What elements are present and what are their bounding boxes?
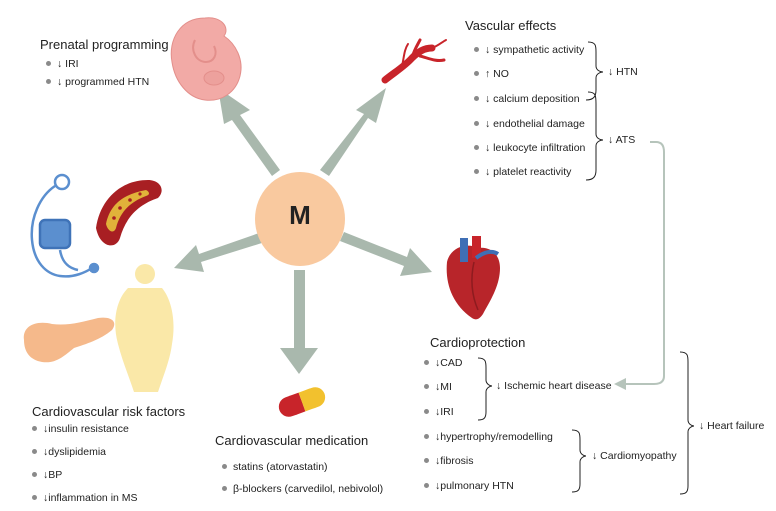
- artery-plaque-icon: [96, 180, 162, 246]
- bullet-dot: [474, 168, 479, 174]
- risk-item: ↓inflammation in MS: [32, 492, 138, 505]
- arrow-to-medication: [280, 270, 318, 374]
- cardio-item: ↓fibrosis: [424, 455, 474, 468]
- vascular-item-text: ↓ sympathetic activity: [485, 44, 585, 56]
- obese-body-icon: [115, 264, 174, 392]
- cardio-item-text: ↓hypertrophy/remodelling: [435, 431, 553, 443]
- bullet-dot: [424, 433, 429, 439]
- vascular-item: ↓ leukocyte infiltration: [474, 142, 585, 155]
- prenatal-item-text: ↓ IRI: [57, 58, 79, 70]
- cardio-brackets: [477, 351, 695, 495]
- bullet-dot: [474, 70, 479, 76]
- prenatal-item-text: ↓ programmed HTN: [57, 76, 150, 88]
- heart-icon: [446, 236, 500, 320]
- risk-title: Cardiovascular risk factors: [32, 404, 186, 419]
- bullet-dot: [424, 359, 429, 365]
- bullet-dot: [46, 78, 51, 84]
- arrow-to-risk: [174, 232, 265, 272]
- vascular-item: ↓ calcium deposition: [474, 93, 580, 106]
- cardio-item-text: ↓fibrosis: [435, 455, 474, 467]
- cardio-item: ↓pulmonary HTN: [424, 480, 514, 493]
- risk-item: ↓BP: [32, 469, 62, 482]
- arrow-to-prenatal: [218, 88, 280, 176]
- medication-item: β-blockers (carvedilol, nebivolol): [222, 483, 383, 496]
- vascular-item-text: ↓ leukocyte infiltration: [485, 142, 586, 154]
- bullet-dot: [424, 408, 429, 414]
- cardio-item-text: ↓MI: [435, 381, 452, 393]
- cardioprotection-title: Cardioprotection: [430, 335, 526, 350]
- cardio-item-text: ↓pulmonary HTN: [435, 480, 514, 492]
- prenatal-item: ↓ programmed HTN: [46, 76, 149, 89]
- htn-bracket: [585, 41, 604, 101]
- arrow-to-heart: [340, 232, 432, 276]
- ats-label: ↓ ATS: [608, 134, 636, 146]
- bullet-dot: [424, 383, 429, 389]
- vascular-item: ↑ NO: [474, 68, 509, 81]
- vascular-item-text: ↓ calcium deposition: [485, 93, 580, 105]
- prenatal-title: Prenatal programming: [40, 37, 169, 52]
- medication-title: Cardiovascular medication: [215, 433, 369, 448]
- bullet-dot: [222, 485, 227, 491]
- vascular-item: ↓ platelet reactivity: [474, 166, 571, 179]
- vascular-item-text: ↑ NO: [485, 68, 509, 80]
- medication-item: statins (atorvastatin): [222, 461, 328, 474]
- bullet-dot: [32, 425, 37, 431]
- vascular-item-text: ↓ endothelial damage: [485, 118, 585, 130]
- radial-arrows: [174, 88, 432, 374]
- bullet-dot: [474, 46, 479, 52]
- blood-vessel-icon: [381, 38, 447, 84]
- bullet-dot: [474, 120, 479, 126]
- bullet-dot: [474, 144, 479, 150]
- vascular-item: ↓ endothelial damage: [474, 118, 585, 131]
- bullet-dot: [32, 494, 37, 500]
- htn-label: ↓ HTN: [608, 66, 638, 78]
- vascular-item: ↓ sympathetic activity: [474, 44, 584, 57]
- bullet-dot: [32, 448, 37, 454]
- vascular-title: Vascular effects: [465, 18, 557, 33]
- pancreas-icon: [23, 317, 115, 363]
- hf-bracket: [679, 351, 695, 495]
- risk-item: ↓insulin resistance: [32, 423, 129, 436]
- ats-bracket: [585, 91, 604, 181]
- heart-failure-label: ↓ Heart failure: [699, 420, 765, 432]
- center-node: [255, 172, 345, 266]
- pill-capsule-icon: [278, 387, 326, 417]
- bullet-dot: [474, 95, 479, 101]
- medication-item-text: β-blockers (carvedilol, nebivolol): [233, 483, 384, 495]
- prenatal-item: ↓ IRI: [46, 58, 79, 71]
- cm-bracket: [571, 429, 587, 493]
- bullet-dot: [32, 471, 37, 477]
- cardio-item: ↓MI: [424, 381, 452, 394]
- cardio-item: ↓hypertrophy/remodelling: [424, 431, 553, 444]
- cardio-item: ↓IRI: [424, 406, 454, 419]
- cardiomyopathy-label: ↓ Cardiomyopathy: [592, 450, 677, 462]
- risk-item-text: ↓BP: [43, 469, 63, 481]
- risk-item-text: ↓insulin resistance: [43, 423, 129, 435]
- risk-item-text: ↓inflammation in MS: [43, 492, 138, 504]
- cardio-item: ↓CAD: [424, 357, 462, 370]
- risk-item-text: ↓dyslipidemia: [43, 446, 107, 458]
- medication-item-text: statins (atorvastatin): [233, 461, 328, 473]
- cardio-item-text: ↓CAD: [435, 357, 463, 369]
- ischemic-heart-disease-label: ↓ Ischemic heart disease: [496, 380, 612, 392]
- bullet-dot: [222, 463, 227, 469]
- ats-to-ihd-connector: [626, 141, 665, 385]
- bullet-dot: [424, 482, 429, 488]
- arrow-to-vascular: [320, 88, 386, 176]
- risk-item: ↓dyslipidemia: [32, 446, 106, 459]
- embryo-icon: [170, 17, 242, 101]
- bullet-dot: [46, 60, 51, 66]
- ats-to-ihd-arrowhead: [614, 378, 626, 390]
- vascular-brackets: [585, 41, 604, 181]
- vascular-item-text: ↓ platelet reactivity: [485, 166, 572, 178]
- bullet-dot: [424, 457, 429, 463]
- cardio-item-text: ↓IRI: [435, 406, 454, 418]
- ihd-bracket: [477, 357, 493, 421]
- blood-pressure-monitor-icon: [30, 173, 100, 278]
- center-label: M: [289, 200, 311, 230]
